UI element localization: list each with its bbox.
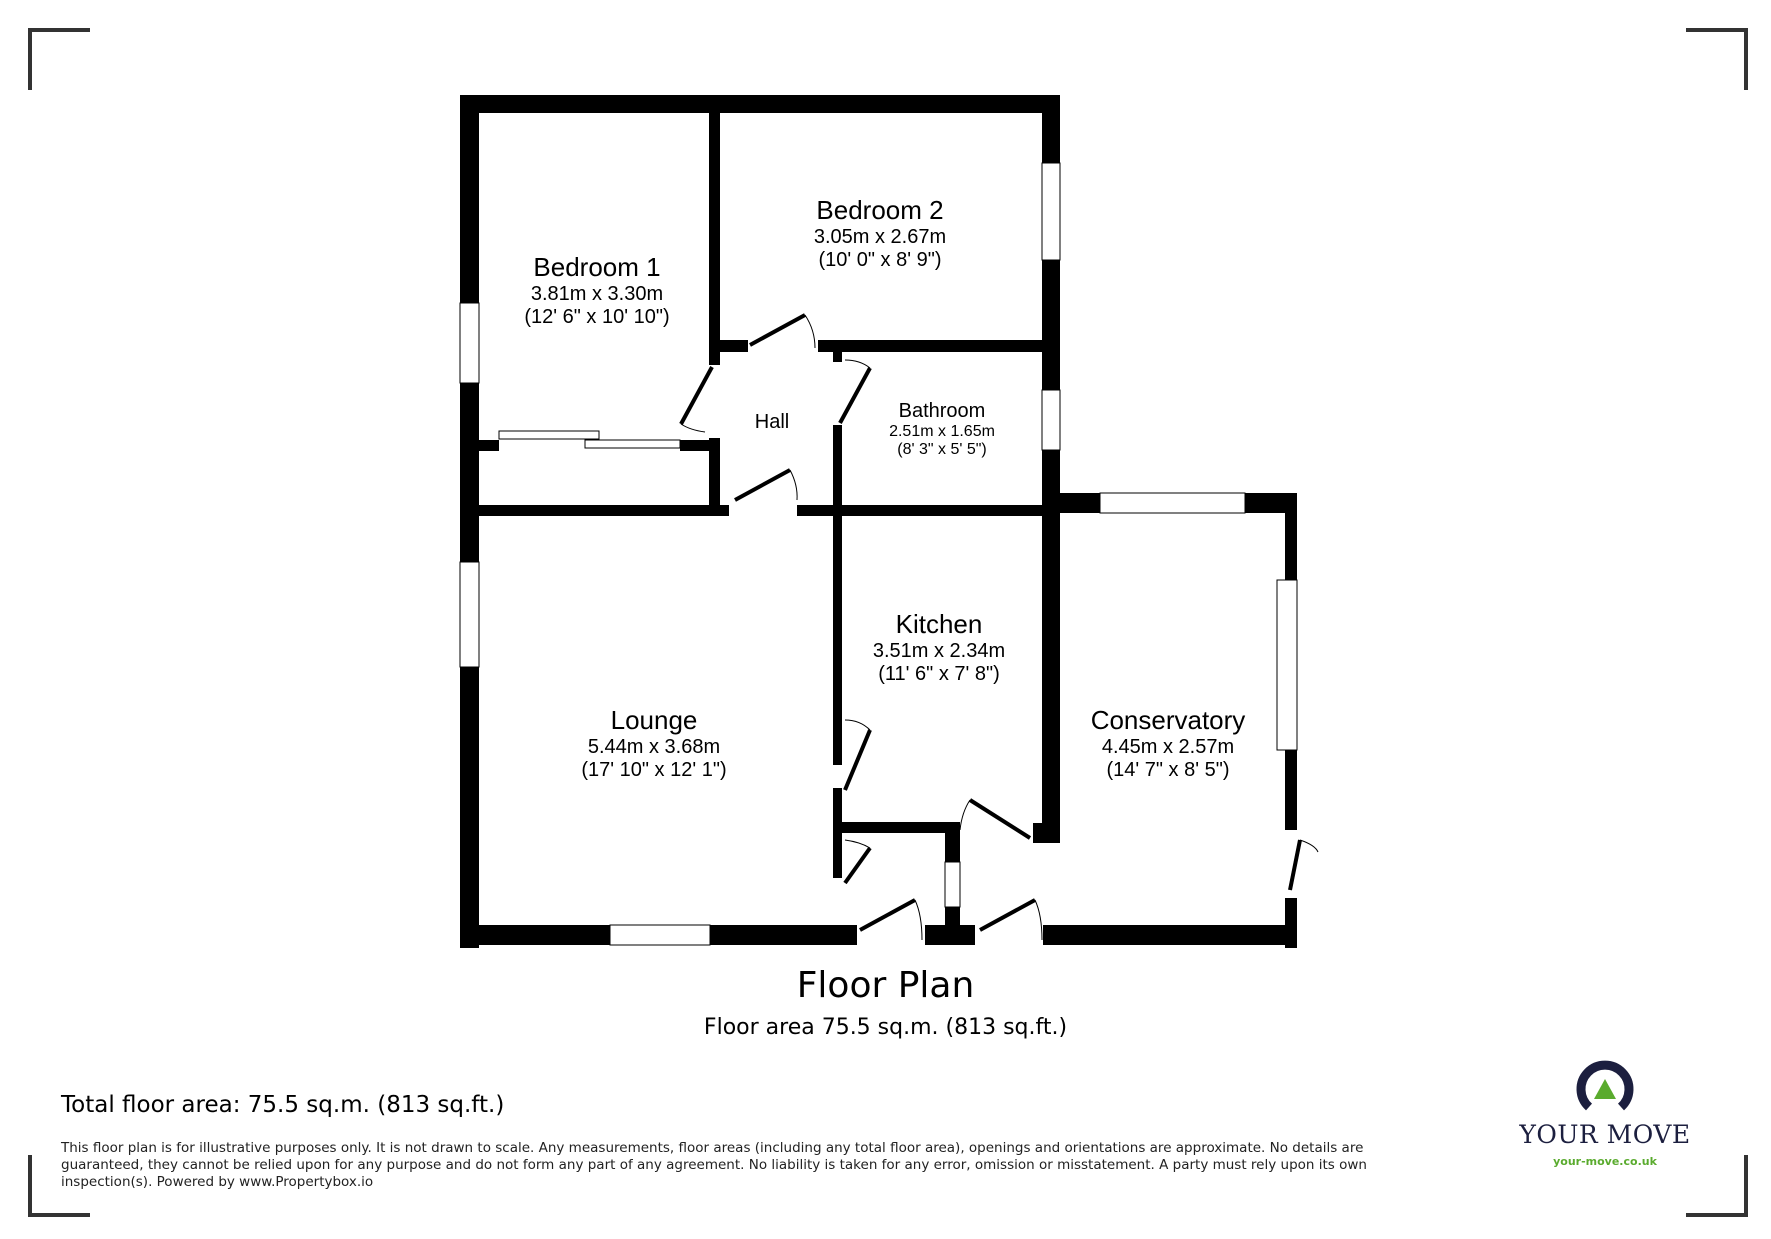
room-name: Bedroom 1 — [533, 252, 661, 282]
room-name: Conservatory — [1090, 705, 1246, 735]
plan-subtitle: Floor area 75.5 sq.m. (813 sq.ft.) — [703, 1015, 1068, 1040]
room-name: Kitchen — [895, 609, 983, 639]
corner-mark-top-left — [28, 28, 90, 90]
room-lounge: Lounge 5.44m x 3.68m (17' 10" x 12' 1") — [581, 705, 727, 782]
disclaimer-text: This floor plan is for illustrative purp… — [61, 1140, 1367, 1190]
room-metric: 3.51m x 2.34m — [872, 639, 1006, 662]
room-name: Hall — [754, 411, 790, 433]
room-imperial: (12' 6" x 10' 10") — [524, 305, 670, 328]
room-metric: 2.51m x 1.65m — [889, 423, 995, 440]
room-bedroom-2: Bedroom 2 3.05m x 2.67m (10' 0" x 8' 9") — [813, 195, 947, 272]
total-floor-area: Total floor area: 75.5 sq.m. (813 sq.ft.… — [61, 1092, 505, 1118]
your-move-logo: YOUR MOVE your-move.co.uk — [1510, 1055, 1700, 1168]
room-bedroom-1: Bedroom 1 3.81m x 3.30m (12' 6" x 10' 10… — [524, 252, 670, 329]
corner-mark-top-right — [1686, 28, 1748, 90]
room-name: Bedroom 2 — [816, 195, 944, 225]
room-metric: 4.45m x 2.57m — [1101, 735, 1235, 758]
room-kitchen: Kitchen 3.51m x 2.34m (11' 6" x 7' 8") — [872, 609, 1006, 686]
room-imperial: (17' 10" x 12' 1") — [581, 758, 727, 781]
room-metric: 3.81m x 3.30m — [530, 282, 664, 305]
room-name: Bathroom — [898, 400, 986, 422]
corner-mark-bottom-right — [1686, 1155, 1748, 1217]
room-imperial: (8' 3" x 5' 5") — [897, 441, 987, 459]
room-hall: Hall — [755, 411, 789, 434]
logo-url: your-move.co.uk — [1553, 1155, 1657, 1168]
room-metric: 5.44m x 3.68m — [587, 735, 721, 758]
logo-ring-arrow-icon — [1576, 1060, 1634, 1111]
room-name: Lounge — [610, 705, 698, 735]
room-bathroom: Bathroom 2.51m x 1.65m (8' 3" x 5' 5") — [889, 400, 995, 460]
room-imperial: (11' 6" x 7' 8") — [878, 662, 1000, 685]
logo-brand-name: YOUR MOVE — [1519, 1120, 1691, 1149]
room-metric: 3.05m x 2.67m — [813, 225, 947, 248]
room-conservatory: Conservatory 4.45m x 2.57m (14' 7" x 8' … — [1090, 705, 1246, 782]
corner-mark-bottom-left — [28, 1155, 90, 1217]
room-imperial: (14' 7" x 8' 5") — [1106, 758, 1230, 781]
room-imperial: (10' 0" x 8' 9") — [818, 248, 942, 271]
plan-title: Floor Plan — [796, 965, 975, 1006]
